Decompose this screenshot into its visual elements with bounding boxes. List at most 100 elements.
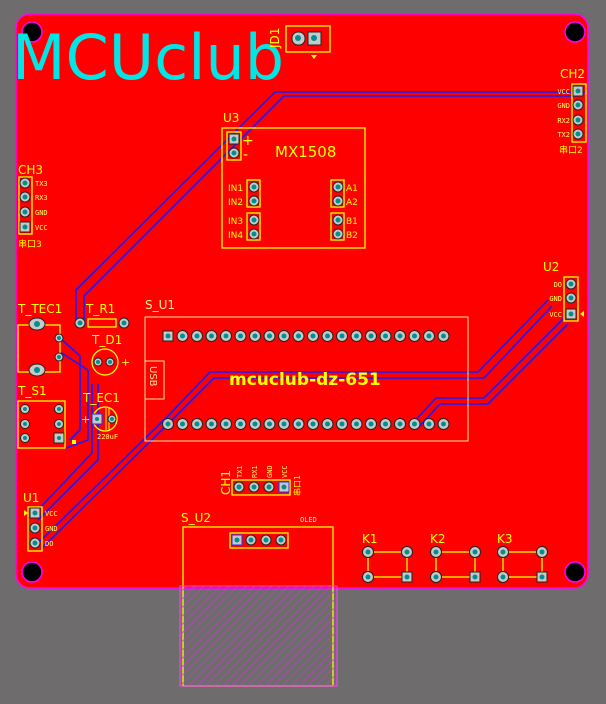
ch2-pin-tx2: TX2 [557,131,570,139]
jd1-ref: JD1 [268,28,282,49]
ch2-caption: 串口2 [559,145,583,156]
mcu-pin-hole [252,333,258,339]
key-pin-hole [539,574,545,580]
ch3-pin-tx3: TX3 [35,180,48,188]
usb-label: USB [147,366,158,387]
ch2-pin-gnd: GND [557,102,570,110]
key-outline [367,551,408,578]
key-pin-hole [404,549,410,555]
mcu-pin-hole [267,421,272,427]
u3-pin-in4: IN4 [228,231,243,241]
k3-key-switch[interactable]: K3 [497,532,548,583]
ch3-pin-gnd: GND [35,209,48,217]
u3-mx1508-module[interactable]: U3 + - MX1508 IN1 IN2 IN3 IN4 A1 A2 B1 B… [221,111,366,249]
mcu-pin-hole [238,421,243,427]
key-pin-hole [365,549,371,555]
ch3-connector[interactable]: CH3 TX3 RX3 GND VCC 串口3 [18,163,48,250]
ch1-pin-gnd: GND [266,465,274,478]
s-u2-tag: OLED [300,516,317,524]
mcu-pin-hole [383,421,388,427]
mcu-pin-hole [368,421,374,427]
ch2-pin-vcc: VCC [557,88,570,96]
t-r1-resistor[interactable]: T_R1 [74,302,130,329]
ch1-connector[interactable]: CH1 TX1 RX1 GND VCC 串口1 [219,465,302,496]
t-tec1-component[interactable]: T_TEC1 [17,302,64,377]
s-u2-ref: S_U2 [181,511,211,525]
mcu-pin-hole [354,333,359,339]
k1-ref: K1 [362,532,378,546]
mcu-pin-hole [383,333,388,339]
ch1-pin-rx1: RX1 [251,465,259,478]
mcu-pin-hole [194,421,200,427]
k3-ref: K3 [497,532,513,546]
traces [34,91,586,549]
ch1-pin-vcc: VCC [281,465,289,478]
mcu-pin-hole [397,421,403,427]
u3-name: MX1508 [275,143,336,161]
u3-ref: U3 [223,111,239,125]
s-u1-mcu-module[interactable]: S_U1 USB mcuclub-dz-651 [144,298,469,442]
u3-pin-b1: B1 [346,217,358,227]
mcu-pin-hole [209,333,214,339]
mcu-pin-hole [165,333,171,339]
t-tec1-ref: T_TEC1 [17,302,62,316]
key-pin-hole [365,574,371,580]
s-u2-oled-module[interactable]: S_U2 OLED [179,511,338,687]
u2-pin-gnd: GND [549,295,562,303]
key-pin-hole [433,574,439,580]
key-pin-hole [472,574,478,580]
board-name: mcuclub-dz-651 [229,370,381,390]
ch1-caption: 串口1 [293,475,302,496]
mcu-pin-hole [325,421,330,427]
t-d1-plus: + [121,356,130,369]
mcu-pin-hole [223,333,229,339]
key-pin-hole [404,574,410,580]
t-ec1-capacitor[interactable]: T_EC1 + 220uF [81,391,120,441]
mcu-pin-hole [397,333,403,339]
mcu-pin-hole [281,421,287,427]
mcu-pin-hole [354,421,359,427]
mcu-pin-hole [180,421,185,427]
mcu-pin-hole [441,421,446,427]
k1-key-switch[interactable]: K1 [362,532,413,583]
u2-ref: U2 [543,260,559,274]
mounting-holes [21,21,586,583]
mcu-pin-hole [339,421,345,427]
mcu-pin-hole [281,333,287,339]
t-ec1-ref: T_EC1 [82,391,120,405]
ch1-ref: CH1 [219,470,233,495]
u1-sensor[interactable]: U1 VCC GND DO [23,491,58,552]
mcu-pin-hole [325,333,330,339]
u3-pin-b2: B2 [346,231,358,241]
ch1-pin-tx1: TX1 [236,465,244,478]
ch3-pin-vcc: VCC [35,224,48,232]
s-u1-ref: S_U1 [145,298,175,312]
u3-plus: + [242,133,254,149]
key-pin-hole [539,549,545,555]
t-ec1-value: 220uF [97,433,118,441]
ch2-connector[interactable]: CH2 VCC GND RX2 TX2 串口2 [557,67,587,156]
mcu-pin-hole [165,421,171,427]
t-s1-switch[interactable]: T_S1 [17,384,76,449]
mcu-pin-hole [368,333,374,339]
u1-pin-vcc: VCC [45,510,58,518]
u3-pin-a1: A1 [346,184,358,194]
mcu-pin-hole [296,333,301,339]
k2-key-switch[interactable]: K2 [430,532,481,583]
key-pin-hole [500,574,506,580]
t-d1-diode[interactable]: T_D1 + [91,333,130,376]
jd1-connector[interactable]: JD1 [268,25,331,59]
mcu-pin-hole [296,421,301,427]
mcu-pin-hole [238,333,243,339]
mcuclub-logo: MCUclub [12,21,284,94]
ch2-pin-rx2: RX2 [557,117,570,125]
mcu-pin-hole [412,333,417,339]
t-s1-ref: T_S1 [17,384,47,398]
mcu-pin-hole [194,333,200,339]
mcu-pin-hole [252,421,258,427]
ch3-pin-rx3: RX3 [35,194,48,202]
u2-sensor[interactable]: U2 DO GND VCC [543,260,584,322]
u3-pin-in2: IN2 [228,198,243,208]
mcu-pin-hole [412,421,417,427]
